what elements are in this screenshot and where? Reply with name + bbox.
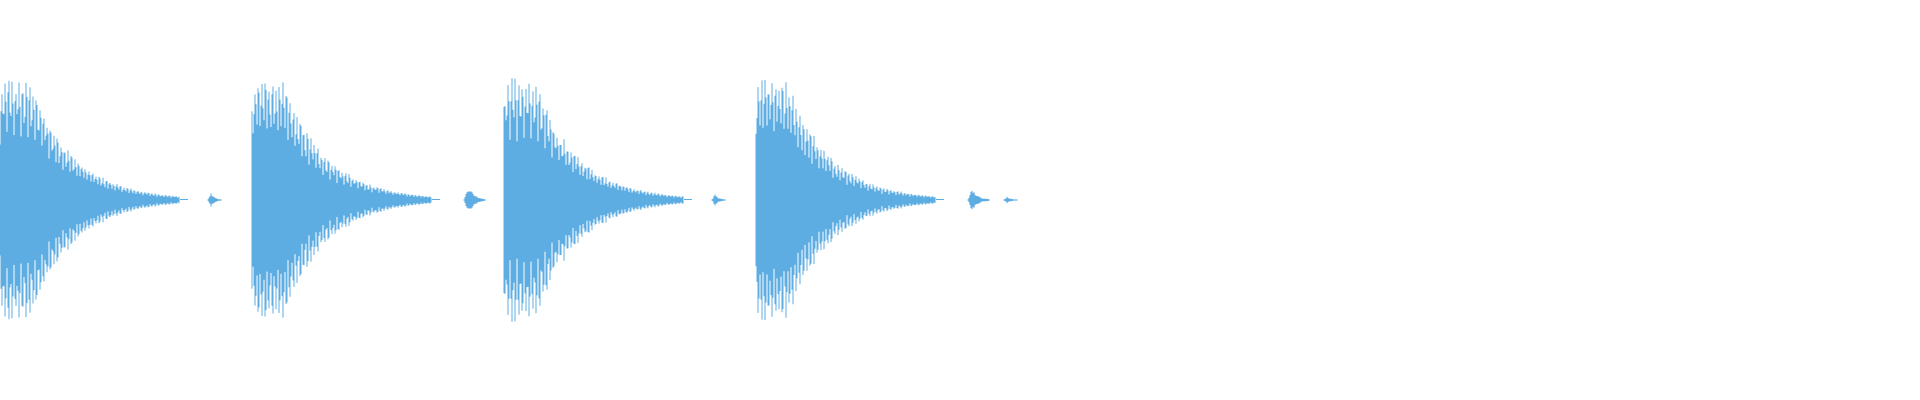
waveform-blip (207, 193, 222, 207)
waveform-trace (0, 80, 188, 320)
waveform-trace (967, 190, 990, 210)
waveform-hit (0, 80, 188, 320)
waveform-trace (755, 80, 944, 320)
waveform-hit (755, 80, 944, 320)
waveform-hit (503, 78, 692, 322)
waveform-trace (251, 82, 440, 318)
waveform-traces (0, 78, 1018, 322)
waveform-trace (207, 193, 222, 207)
waveform-hit (251, 82, 440, 318)
waveform-trace (503, 78, 692, 322)
waveform-blip (711, 194, 726, 206)
waveform-trace (1003, 196, 1018, 204)
waveform-trace (711, 194, 726, 206)
waveform-blip (1003, 196, 1018, 204)
waveform-blip (463, 191, 486, 209)
waveform-blip (967, 190, 990, 210)
waveform-trace (463, 191, 486, 209)
